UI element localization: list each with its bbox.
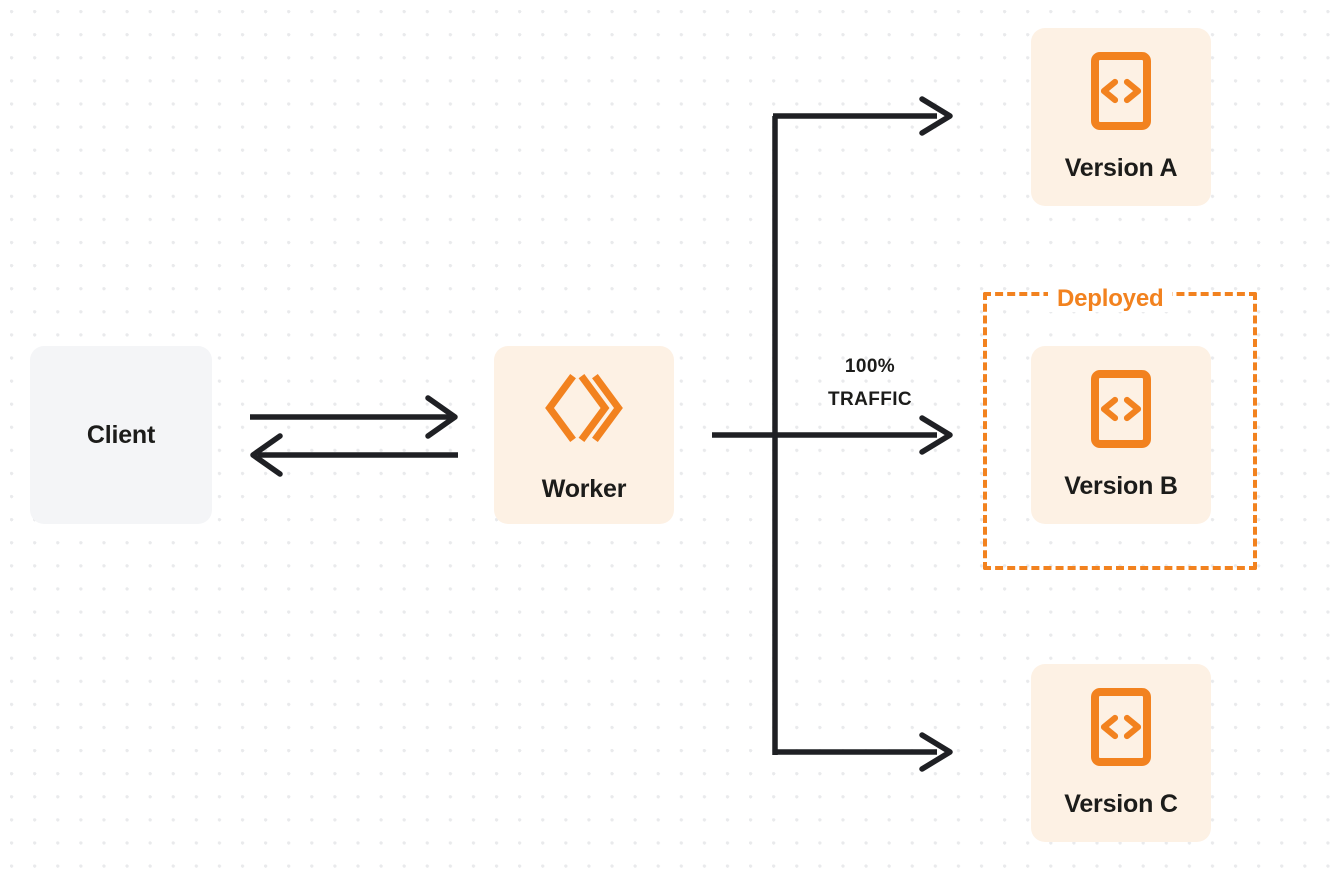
arrow-worker-to-version-c [773, 732, 953, 772]
traffic-word: TRAFFIC [827, 389, 913, 410]
client-label: Client [86, 420, 156, 449]
node-version-c[interactable]: Version C [1031, 664, 1211, 842]
arrow-worker-to-version-b [712, 415, 953, 455]
code-document-icon [1090, 687, 1152, 772]
version-a-label: Version A [1064, 154, 1178, 182]
version-b-label: Version B [1064, 472, 1178, 500]
arrow-worker-to-version-a [773, 96, 953, 136]
code-document-icon [1090, 51, 1152, 136]
traffic-percent: 100% [844, 356, 896, 377]
worker-label: Worker [541, 475, 627, 503]
traffic-annotation: 100% TRAFFIC [790, 350, 950, 416]
version-c-label: Version C [1064, 790, 1178, 818]
arrow-client-to-worker [250, 395, 458, 439]
arrow-worker-to-client [250, 433, 458, 477]
node-version-b[interactable]: Version B [1031, 346, 1211, 524]
node-worker[interactable]: Worker [494, 346, 674, 524]
node-client[interactable]: Client [30, 346, 212, 524]
cloudflare-workers-logo-icon [542, 366, 626, 455]
code-document-icon [1090, 369, 1152, 454]
deployed-badge: Deployed [1048, 286, 1173, 312]
node-version-a[interactable]: Version A [1031, 28, 1211, 206]
